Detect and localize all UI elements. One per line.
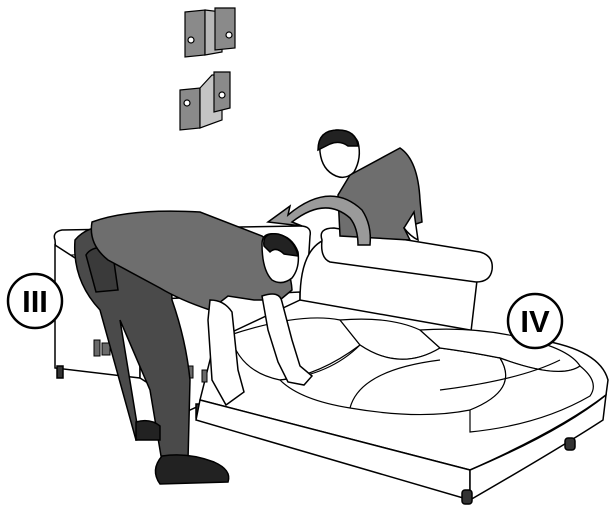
bracket-slot-right (202, 370, 207, 382)
part-label-right: IV (508, 294, 562, 348)
connector-bracket-bottom (180, 72, 230, 130)
connector-bracket-top (185, 8, 235, 57)
person-back (318, 130, 422, 240)
part-label-left: III (8, 274, 62, 328)
part-label-left-text: III (22, 284, 48, 319)
part-label-right-text: IV (520, 304, 550, 339)
